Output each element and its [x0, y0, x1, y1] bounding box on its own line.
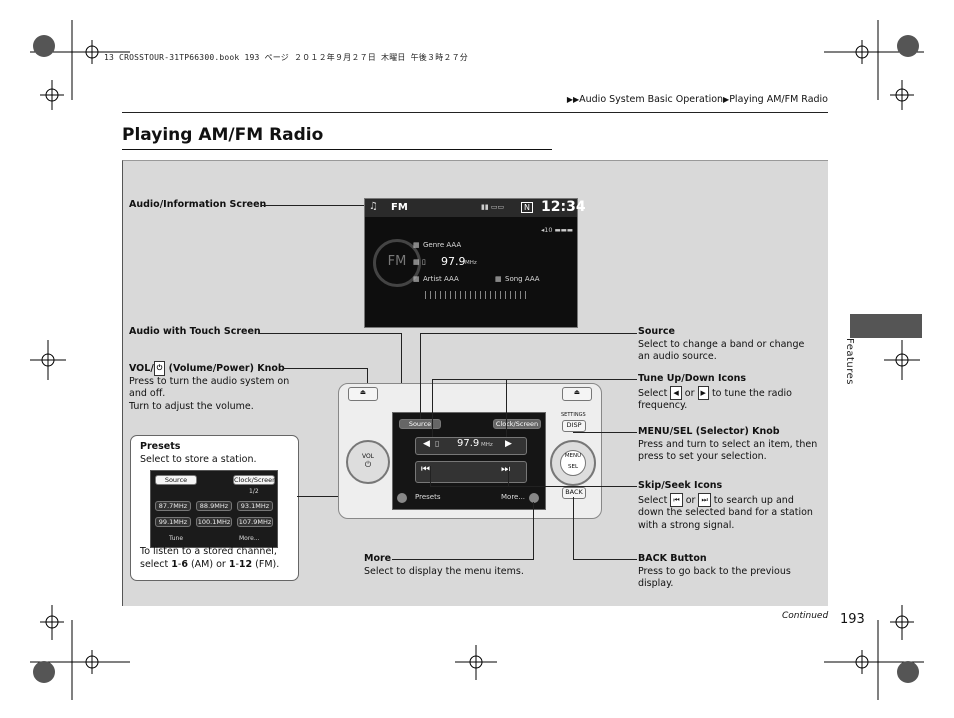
mini-page: 1/2 — [249, 488, 259, 495]
mini-tune[interactable]: Tune — [169, 535, 184, 542]
page-number: 193 — [840, 612, 865, 627]
mini-more[interactable]: More... — [239, 535, 260, 542]
section-tab-label: Features — [844, 338, 855, 385]
screen-genre: Genre AAA — [423, 241, 462, 249]
presets-button[interactable]: Presets — [415, 493, 441, 501]
breadcrumb-part2[interactable]: Playing AM/FM Radio — [729, 94, 828, 105]
seek-up-icon[interactable]: ⏭ — [501, 464, 510, 475]
label-vol-knob: VOL/⏻ (Volume/Power) Knob Press to turn … — [129, 361, 290, 412]
tune-up-icon: ▶ — [697, 385, 709, 400]
unit-mhz: MHz — [481, 442, 493, 448]
power-icon: ⏻ — [153, 361, 166, 376]
screen-artist: Artist AAA — [423, 275, 459, 283]
preset-1[interactable]: 87.7MHz — [155, 501, 191, 511]
eject-icon[interactable]: ⏏ — [562, 387, 592, 401]
unit-freq: 97.9 — [457, 438, 480, 449]
tune-up-icon[interactable]: ▶ — [505, 439, 512, 449]
settings-label: SETTINGS — [561, 412, 586, 418]
preset-number-icon: ▯ — [435, 439, 440, 448]
continued-label: Continued — [782, 611, 829, 621]
presets-note: To listen to a stored channel, select 1-… — [140, 546, 280, 570]
artist-icon: ▦ — [413, 275, 420, 283]
genre-icon: ▦ — [413, 241, 420, 249]
seek-down-icon[interactable]: ⏮ — [421, 464, 430, 475]
label-audio-touch: Audio with Touch Screen — [129, 326, 261, 337]
more-button[interactable]: More... — [501, 493, 526, 501]
song-icon: ▦ — [495, 275, 502, 283]
compass-indicator: N — [521, 202, 533, 213]
preset-2[interactable]: 88.9MHz — [196, 501, 232, 511]
source-button[interactable]: Source — [399, 419, 441, 429]
section-tab — [850, 314, 922, 338]
seek-up-icon: ⏭ — [698, 492, 711, 507]
screen-band: FM — [391, 202, 408, 213]
breadcrumb: ▶▶Audio System Basic Operation▶Playing A… — [566, 94, 828, 105]
volume-level: ◂10 ▬▬▬ — [541, 226, 574, 234]
title-rule — [122, 149, 552, 150]
disp-button[interactable]: DISP — [562, 420, 586, 432]
tune-down-icon: ◀ — [670, 385, 682, 400]
breadcrumb-part1[interactable]: Audio System Basic Operation — [579, 94, 724, 105]
touch-screen[interactable]: Source Clock/Screen ◀ ▯ 97.9 MHz ▶ ⏮ ⏭ P… — [392, 412, 546, 510]
page-title: Playing AM/FM Radio — [122, 125, 324, 145]
tune-down-icon[interactable]: ◀ — [423, 439, 430, 449]
preset-5[interactable]: 100.1MHz — [196, 517, 232, 527]
screen-freq: 97.9 — [441, 255, 466, 268]
label-tune-icons: Tune Up/Down Icons Select ◀ or ▶ to tune… — [638, 373, 792, 411]
seek-down-icon: ⏮ — [670, 492, 683, 507]
label-skip-icons: Skip/Seek Icons Select ⏮ or ⏭ to search … — [638, 480, 813, 531]
preset-4[interactable]: 99.1MHz — [155, 517, 191, 527]
power-icon: ⏻ — [364, 460, 372, 469]
vol-power-knob[interactable]: VOL ⏻ — [346, 440, 390, 484]
tuning-scale — [425, 291, 529, 299]
eject-button-left[interactable]: ⏏ — [348, 387, 378, 401]
presets-dot-icon — [397, 493, 407, 503]
preset-icon: ▦ ▯ — [413, 258, 426, 266]
preset-3[interactable]: 93.1MHz — [237, 501, 273, 511]
screen-song: Song AAA — [505, 275, 540, 283]
more-dot-icon — [529, 493, 539, 503]
fm-logo-icon: FM — [373, 239, 421, 287]
status-icons: ▮▮ ▭▭ — [481, 203, 505, 211]
screen-clock: 12:34 — [541, 199, 586, 215]
clock-screen-button[interactable]: Clock/Screen — [493, 419, 541, 429]
header-rule — [122, 112, 828, 113]
screen-unit: MHz — [465, 260, 477, 266]
label-audio-info-screen: Audio/Information Screen — [129, 199, 267, 210]
music-note-icon: ♫ — [369, 201, 378, 212]
mini-clock-button[interactable]: Clock/Screen — [233, 475, 277, 485]
back-button[interactable]: BACK — [562, 487, 586, 499]
preset-6[interactable]: 107.9MHz — [237, 517, 273, 527]
mini-source-button[interactable]: Source — [155, 475, 197, 485]
presets-mini-screen: Source Clock/Screen 1/2 87.7MHz 88.9MHz … — [150, 470, 278, 548]
printer-header: 13 CROSSTOUR-31TP66300.book 193 ページ ２０１２… — [104, 53, 469, 62]
audio-info-screen: ♫ FM ▮▮ ▭▭ N 12:34 FM ◂10 ▬▬▬ ▦ Genre AA… — [364, 198, 586, 328]
